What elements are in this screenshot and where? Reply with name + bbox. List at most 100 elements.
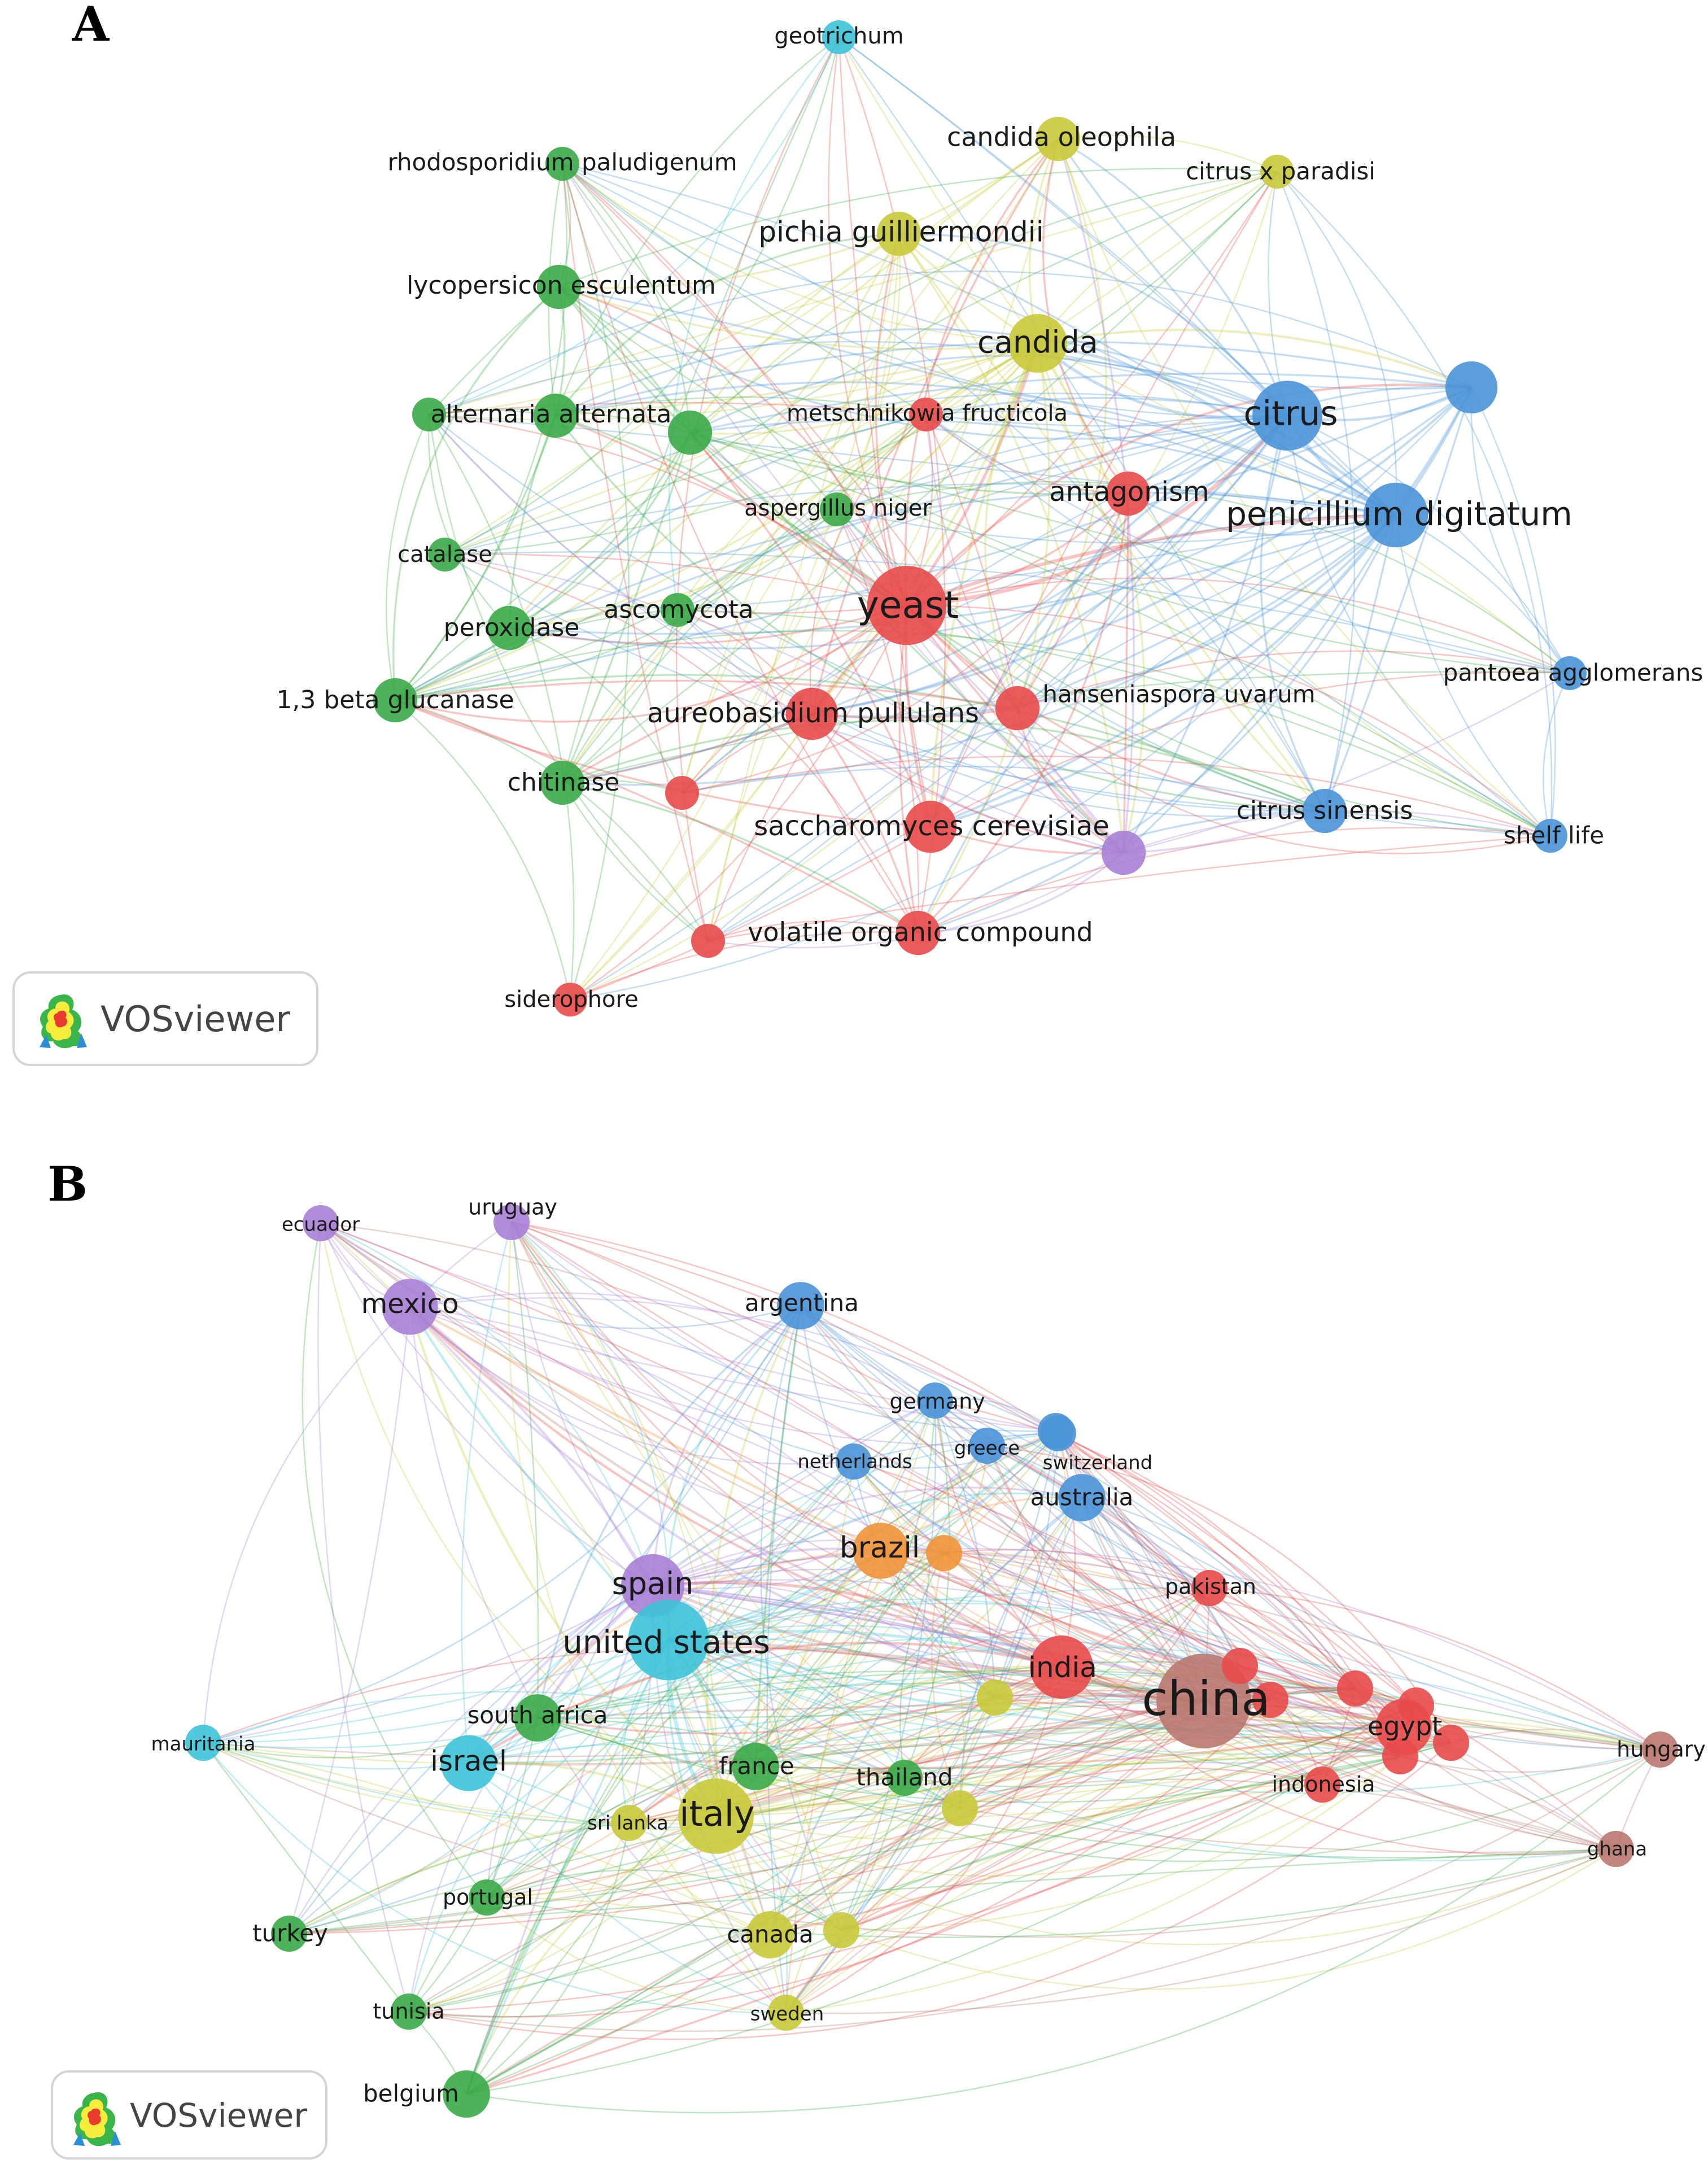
- network-node-siderophore[interactable]: [553, 983, 587, 1017]
- network-node-australia[interactable]: [1058, 1474, 1106, 1521]
- network-node-hanseniaspora[interactable]: [995, 686, 1040, 731]
- network-link: [394, 415, 557, 701]
- network-node-red-unlabeled-c[interactable]: [1398, 1687, 1434, 1724]
- network-node-turkey[interactable]: [271, 1916, 307, 1952]
- network-node-yellow-unlabeled-3[interactable]: [823, 1912, 859, 1948]
- network-node-red-unlabeled-e[interactable]: [1382, 1738, 1418, 1774]
- network-node-metschnikowia[interactable]: [909, 398, 943, 431]
- network-node-portugal[interactable]: [469, 1879, 505, 1916]
- network-node-india[interactable]: [1030, 1635, 1093, 1699]
- network-node-mauritania[interactable]: [185, 1725, 221, 1761]
- network-node-rhodosporidium[interactable]: [545, 147, 579, 181]
- network-node-red-unlabeled-f[interactable]: [1222, 1648, 1258, 1684]
- network-link: [562, 171, 1278, 784]
- network-node-indonesia[interactable]: [1304, 1766, 1340, 1803]
- network-node-hungary[interactable]: [1642, 1731, 1678, 1768]
- network-link: [917, 343, 1050, 933]
- network-node-south-africa[interactable]: [514, 1694, 561, 1742]
- network-node-aspergillus[interactable]: [820, 492, 854, 526]
- network-node-tunisia[interactable]: [391, 1993, 427, 2030]
- network-node-blue-unlabeled-b[interactable]: [1040, 1415, 1076, 1451]
- network-node-pichia[interactable]: [876, 211, 921, 256]
- network-node-orange-unlabeled[interactable]: [926, 1535, 962, 1571]
- network-node-candida-oleophila[interactable]: [1036, 116, 1081, 162]
- network-node-blue-unlabeled[interactable]: [1445, 361, 1498, 414]
- network-link: [554, 415, 1325, 812]
- network-node-peroxidase[interactable]: [487, 605, 532, 651]
- network-node-ascomycota[interactable]: [661, 593, 694, 627]
- network-node-belgium[interactable]: [443, 2070, 490, 2118]
- network-node-voc[interactable]: [896, 910, 941, 956]
- network-node-brazil[interactable]: [853, 1523, 909, 1579]
- network-link: [841, 1700, 1204, 1931]
- network-node-mexico[interactable]: [382, 1279, 438, 1335]
- network-link: [466, 1726, 1404, 2095]
- network-node-thailand[interactable]: [886, 1760, 923, 1796]
- network-link: [468, 1636, 1452, 1764]
- network-link: [809, 414, 927, 714]
- network-node-alternaria[interactable]: [533, 393, 578, 438]
- network-link: [785, 1700, 1204, 2013]
- network-link: [1451, 1729, 1661, 1751]
- network-link: [689, 431, 1570, 674]
- network-node-uruguay[interactable]: [493, 1204, 530, 1240]
- network-node-saccharomyces[interactable]: [904, 800, 957, 853]
- network-node-catalase[interactable]: [428, 538, 462, 572]
- network-link: [841, 1848, 1617, 1990]
- network-link: [785, 1756, 1401, 2014]
- network-link: [468, 1585, 653, 1764]
- network-node-greece[interactable]: [969, 1428, 1005, 1464]
- network-link: [929, 415, 1288, 827]
- network-node-pakistan[interactable]: [1191, 1570, 1228, 1606]
- network-node-penicillium[interactable]: [1363, 482, 1429, 548]
- network-node-citrus-sinensis[interactable]: [1302, 788, 1347, 834]
- network-node-citrus[interactable]: [1252, 381, 1322, 451]
- network-node-ecuador[interactable]: [303, 1205, 339, 1241]
- network-link: [929, 171, 1278, 827]
- network-link: [320, 1223, 1617, 1850]
- network-node-red-unlabeled-2[interactable]: [691, 924, 725, 958]
- network-node-antagonism[interactable]: [1106, 471, 1151, 516]
- network-node-yellow-unlabeled-2[interactable]: [942, 1790, 978, 1826]
- network-node-israel[interactable]: [440, 1735, 497, 1791]
- network-link: [1123, 810, 1325, 854]
- network-node-netherlands[interactable]: [836, 1443, 872, 1480]
- network-node-chitinase[interactable]: [540, 760, 585, 805]
- network-link: [1058, 138, 1288, 416]
- network-node-red-unlabeled-b[interactable]: [1337, 1670, 1373, 1707]
- network-node-canada[interactable]: [746, 1911, 794, 1958]
- network-link: [429, 414, 1124, 854]
- network-node-sri-lanka[interactable]: [611, 1805, 647, 1841]
- network-node-geotrichum[interactable]: [822, 20, 856, 54]
- network-node-pantoea[interactable]: [1553, 656, 1587, 690]
- network-link: [555, 415, 1019, 709]
- network-node-germany[interactable]: [917, 1382, 953, 1419]
- network-node-candida[interactable]: [1008, 314, 1067, 373]
- network-link: [668, 1587, 1210, 1641]
- network-node-france[interactable]: [732, 1743, 779, 1790]
- network-node-sweden[interactable]: [768, 1995, 804, 2031]
- network-node-italy[interactable]: [678, 1778, 754, 1854]
- network-link: [682, 514, 1396, 793]
- network-link: [570, 931, 919, 1001]
- network-node-argentina[interactable]: [777, 1282, 824, 1329]
- network-node-aureobasidium[interactable]: [785, 687, 838, 740]
- network-node-red-unlabeled-a[interactable]: [1252, 1682, 1288, 1718]
- network-node-glucanase[interactable]: [373, 678, 418, 723]
- network-node-green-unlabeled-1[interactable]: [412, 398, 446, 431]
- network-link: [769, 1497, 1083, 1935]
- network-link: [880, 1550, 1452, 1743]
- network-link: [715, 1687, 1356, 1840]
- network-node-citrus-x-paradisi[interactable]: [1260, 155, 1294, 189]
- network-node-yellow-unlabeled-1[interactable]: [977, 1680, 1013, 1716]
- network-node-green-unlabeled-2[interactable]: [667, 410, 713, 455]
- network-link: [429, 413, 1396, 516]
- network-node-lycopersicon[interactable]: [536, 264, 582, 309]
- network-node-red-unlabeled-d[interactable]: [1433, 1725, 1469, 1761]
- network-node-united-states[interactable]: [628, 1599, 709, 1681]
- network-node-purple-unlabeled[interactable]: [1101, 830, 1146, 875]
- network-node-shelf-life[interactable]: [1534, 819, 1567, 853]
- network-node-ghana[interactable]: [1598, 1831, 1634, 1867]
- network-node-yeast[interactable]: [867, 565, 947, 645]
- network-node-red-unlabeled-1[interactable]: [665, 776, 699, 810]
